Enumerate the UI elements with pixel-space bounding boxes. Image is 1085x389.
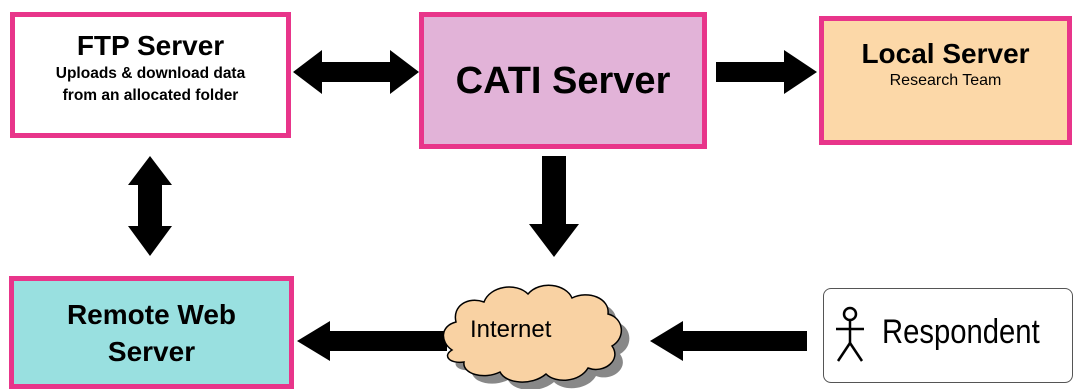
ftp-server-subtitle-line1: Uploads & download data	[55, 65, 246, 82]
arrow-cati-internet	[529, 156, 579, 257]
arrow-ftp-remote	[128, 156, 172, 256]
internet-label: Internet	[470, 316, 552, 343]
arrow-internet-remote	[297, 321, 447, 361]
ftp-server-title: FTP Server	[76, 30, 225, 61]
respondent-label: Respondent	[882, 313, 1040, 351]
cati-server-title: CATI Server	[455, 60, 671, 102]
remote-web-server-node: Remote Web Server	[9, 276, 294, 389]
person-icon	[836, 306, 864, 362]
cati-server-node: CATI Server	[419, 12, 707, 149]
internet-cloud-icon	[442, 284, 630, 389]
ftp-server-node: FTP Server Uploads & download data from …	[10, 12, 291, 138]
remote-web-server-title-line1: Remote Web	[66, 299, 237, 330]
remote-web-server-title-line2: Server	[107, 336, 196, 367]
local-server-title: Local Server	[861, 38, 1030, 69]
ftp-server-subtitle-line2: from an allocated folder	[62, 87, 239, 104]
arrow-cati-local	[716, 50, 817, 94]
arrow-ftp-cati	[293, 50, 419, 94]
arrow-respondent-internet	[650, 321, 807, 361]
local-server-node: Local Server Research Team	[819, 16, 1072, 145]
respondent-node: Respondent	[823, 288, 1073, 383]
local-server-subtitle: Research Team	[889, 72, 1002, 89]
